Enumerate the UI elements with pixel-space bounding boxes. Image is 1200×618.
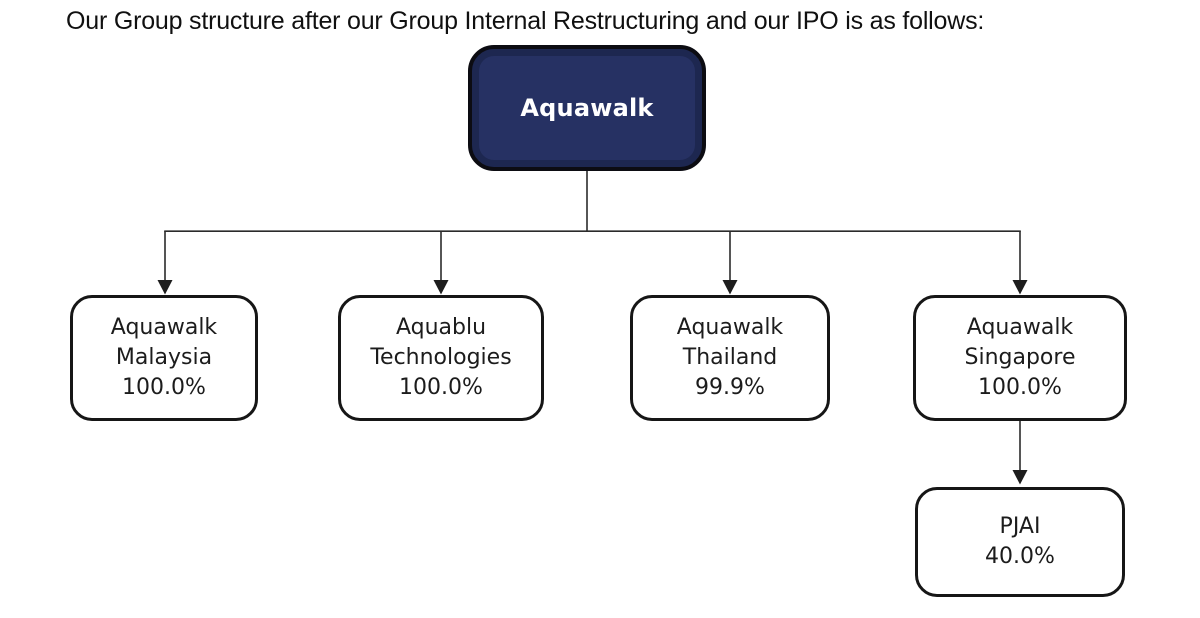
subsidiary-box-aquawalk-thailand: Aquawalk Thailand 99.9% — [630, 295, 830, 421]
arrow-down-icon — [1012, 280, 1028, 295]
entity-name: Aquablu Technologies — [370, 315, 512, 370]
ownership-percentage: 100.0% — [399, 375, 483, 400]
ownership-percentage: 99.9% — [695, 375, 765, 400]
root-entity-box: Aquawalk — [468, 45, 706, 171]
entity-name: PJAI — [999, 514, 1041, 539]
arrow-down-icon — [1012, 470, 1028, 485]
entity-name: Aquawalk Thailand — [676, 315, 784, 370]
ownership-percentage: 40.0% — [985, 544, 1055, 569]
entity-name: Aquawalk Singapore — [964, 315, 1076, 370]
arrow-down-icon — [433, 280, 449, 295]
subsidiary-box-aquawalk-singapore: Aquawalk Singapore 100.0% — [913, 295, 1127, 421]
entity-name: Aquawalk Malaysia — [110, 315, 218, 370]
ownership-percentage: 100.0% — [978, 375, 1062, 400]
root-entity-name: Aquawalk — [520, 94, 654, 122]
ownership-percentage: 100.0% — [122, 375, 206, 400]
page-title: Our Group structure after our Group Inte… — [66, 7, 985, 35]
subsidiary-box-pjai: PJAI 40.0% — [915, 487, 1125, 597]
subsidiary-box-aquablu-technologies: Aquablu Technologies 100.0% — [338, 295, 544, 421]
arrow-down-icon — [157, 280, 173, 295]
arrow-down-icon — [722, 280, 738, 295]
subsidiary-box-aquawalk-malaysia: Aquawalk Malaysia 100.0% — [70, 295, 258, 421]
